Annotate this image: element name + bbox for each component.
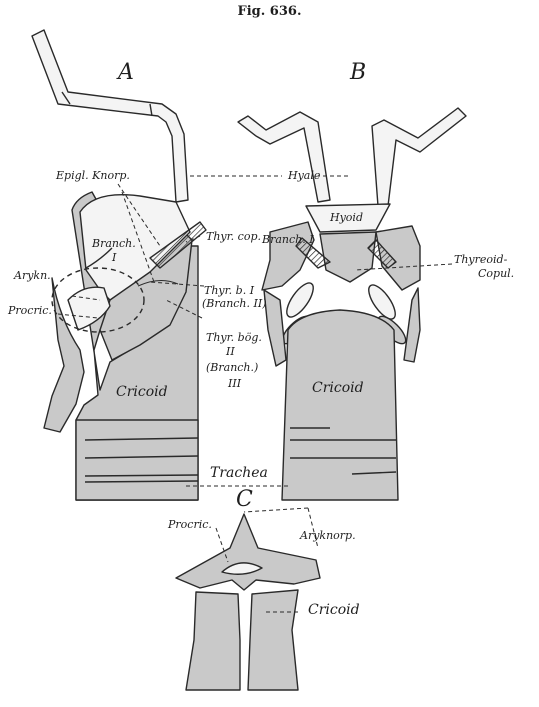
panel-letter-b: B (350, 60, 366, 85)
label-cricoid-a: Cricoid (116, 386, 168, 398)
label-cricoid-b: Cricoid (312, 382, 364, 394)
panel-letter-a: A (118, 60, 134, 85)
label-branch-3-numeral: III (228, 378, 241, 390)
label-thyr-cop: Thyr. cop. (206, 231, 261, 243)
label-thyreoid: Thyreoid- (454, 254, 507, 266)
label-branch-3: (Branch.) (206, 362, 258, 374)
copula-b (320, 232, 376, 282)
label-branch-1-b: Branch. I (262, 234, 314, 246)
panel-letter-c: C (236, 487, 253, 512)
cricoid-right-c (248, 590, 298, 690)
label-hyoid: Hyoid (330, 212, 363, 224)
hyale-right-b (372, 108, 466, 206)
label-aryknorp: Aryknorp. (300, 530, 356, 542)
panel-b (238, 108, 466, 500)
label-arykn: Arykn. (14, 270, 51, 282)
panel-c (176, 514, 320, 690)
label-cricoid-c: Cricoid (308, 604, 360, 616)
label-branch-1-a: Branch. (92, 238, 136, 250)
label-epigl-knorp: Epigl. Knorp. (56, 170, 130, 182)
cricoid-left-c (186, 592, 240, 690)
hyale-left-b (238, 112, 330, 202)
label-thyr-bog-2: Thyr. bög. (206, 332, 262, 344)
panel-a (32, 30, 206, 500)
label-branch-1-a-numeral: I (112, 252, 116, 264)
label-branch-2: (Branch. II) (202, 298, 267, 310)
label-thyr-bog-2-numeral: II (226, 346, 235, 358)
label-procric-a: Procric. (8, 305, 52, 317)
label-procric-c: Procric. (168, 519, 212, 531)
label-trachea: Trachea (210, 467, 268, 479)
label-hyale: Hyale (288, 170, 320, 182)
label-thyr-b-1: Thyr. b. I (204, 285, 254, 297)
label-copul: Copul. (478, 268, 514, 280)
cricoid-b (282, 310, 398, 500)
